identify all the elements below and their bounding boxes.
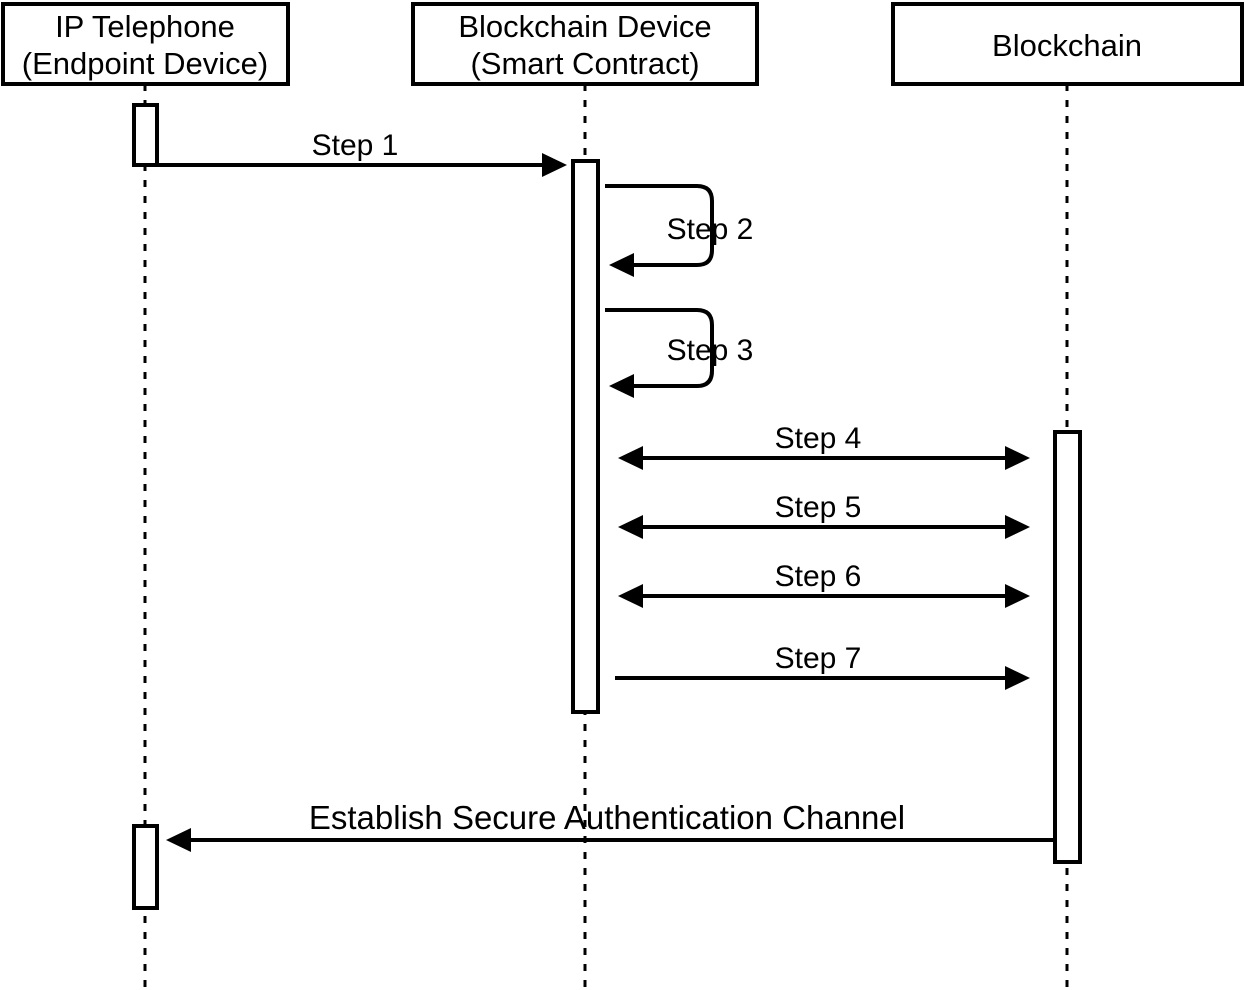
participant-label-line1: Blockchain Device	[458, 9, 711, 44]
arrow-head-left-establish-channel	[166, 828, 191, 852]
arrow-head-right-step-7	[1005, 666, 1030, 690]
message-label-step-5: Step 5	[775, 491, 862, 524]
arrow-head-left-step-6	[618, 584, 643, 608]
arrow-head-left-step-2	[609, 253, 634, 277]
participant-box-blockchain-device[interactable]	[411, 2, 759, 86]
participant-label-line1: Blockchain	[992, 28, 1142, 63]
arrow-head-right-step-5	[1005, 515, 1030, 539]
message-label-step-1: Step 1	[312, 129, 399, 162]
message-label-step-3: Step 3	[667, 334, 754, 367]
message-step-7[interactable]: Step 7	[615, 642, 1030, 690]
participant-blockchain[interactable]: Blockchain	[891, 2, 1244, 86]
message-label-step-2: Step 2	[667, 213, 754, 246]
arrow-head-left-step-4	[618, 446, 643, 470]
participant-ip-telephone[interactable]: IP Telephone (Endpoint Device)	[1, 2, 290, 86]
message-path-step-2	[605, 184, 714, 267]
message-establish-channel[interactable]: Establish Secure Authentication Channel	[166, 799, 1055, 852]
arrow-head-right-step-6	[1005, 584, 1030, 608]
message-step-3[interactable]: Step 3	[605, 308, 754, 398]
message-step-1[interactable]: Step 1	[157, 129, 567, 177]
participant-blockchain-device[interactable]: Blockchain Device (Smart Contract)	[411, 2, 759, 86]
participant-label-line2: (Smart Contract)	[470, 46, 699, 81]
activation-bar-blockchain[interactable]	[1053, 430, 1082, 864]
activation-bar-blockchain-device[interactable]	[571, 159, 600, 714]
message-step-6[interactable]: Step 6	[618, 560, 1030, 608]
lifelines-group	[143, 84, 1069, 990]
message-step-4[interactable]: Step 4	[618, 422, 1030, 470]
participant-box-blockchain[interactable]	[891, 2, 1244, 86]
arrow-head-right-step-1	[542, 153, 567, 177]
message-label-step-6: Step 6	[775, 560, 862, 593]
message-label-establish-channel: Establish Secure Authentication Channel	[309, 799, 905, 836]
message-label-step-7: Step 7	[775, 642, 862, 675]
participant-box-ip-telephone[interactable]	[1, 2, 290, 86]
message-label-step-4: Step 4	[775, 422, 862, 455]
activation-bar-ip-telephone-bottom[interactable]	[132, 824, 159, 910]
arrow-head-left-step-5	[618, 515, 643, 539]
arrow-head-left-step-3	[609, 374, 634, 398]
message-step-5[interactable]: Step 5	[618, 491, 1030, 539]
activation-bars-group	[132, 103, 1082, 910]
activation-bar-ip-telephone-top[interactable]	[132, 103, 159, 167]
participant-label-line2: (Endpoint Device)	[22, 46, 268, 81]
arrow-head-right-step-4	[1005, 446, 1030, 470]
participant-label-line1: IP Telephone	[55, 9, 235, 44]
message-path-step-3	[605, 308, 714, 388]
message-step-2[interactable]: Step 2	[605, 184, 754, 277]
